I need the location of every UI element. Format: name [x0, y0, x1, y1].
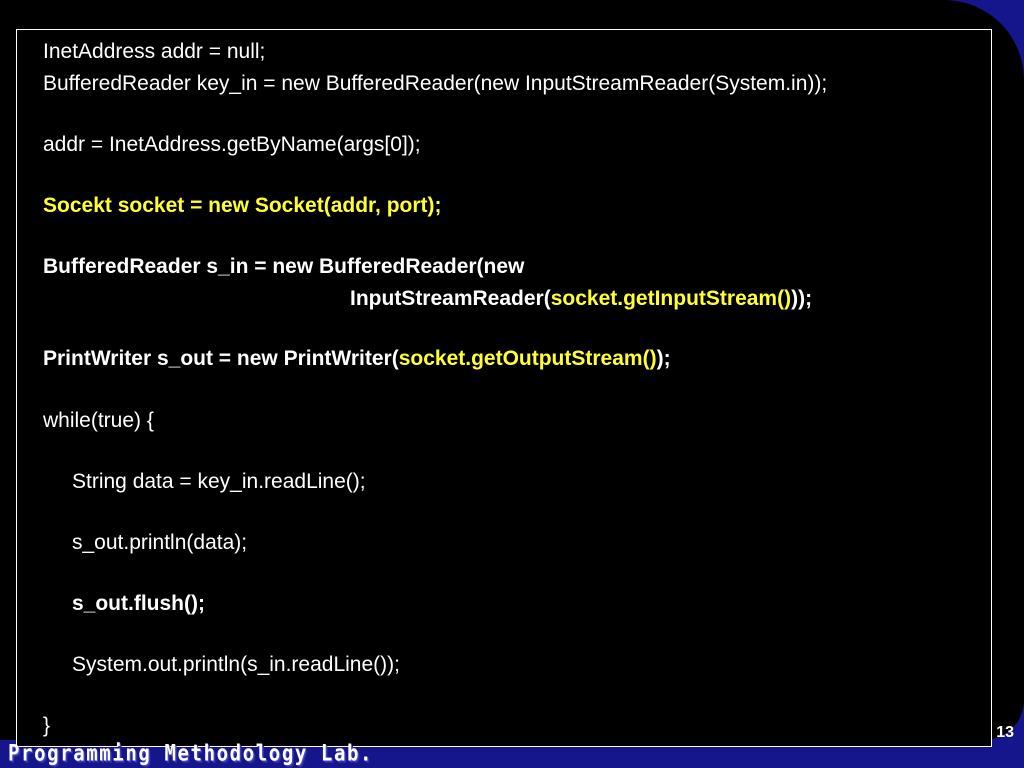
page-number: 13 — [996, 724, 1014, 741]
footer-lab-logo: Programming Methodology Lab. — [8, 741, 374, 767]
code-line-5: BufferedReader s_in = new BufferedReader… — [43, 255, 525, 278]
code-line-2: BufferedReader key_in = new BufferedRead… — [43, 72, 828, 95]
code-line-6-post: )); — [791, 287, 813, 310]
code-line-4: Socekt socket = new Socket(addr, port); — [43, 194, 442, 217]
code-line-6-pre: InputStreamReader( — [350, 287, 551, 310]
code-box: InetAddress addr = null; BufferedReader … — [16, 29, 992, 747]
code-line-11: s_out.flush(); — [72, 592, 205, 615]
code-line-13: } — [43, 714, 51, 737]
code-line-7-highlight: socket.getOutputStream() — [398, 347, 657, 370]
code-line-10: s_out.println(data); — [72, 531, 248, 554]
code-line-9: String data = key_in.readLine(); — [72, 470, 366, 493]
code-line-3: addr = InetAddress.getByName(args[0]); — [43, 133, 421, 156]
code-line-7-post: ); — [656, 347, 671, 370]
code-line-7: PrintWriter s_out = new PrintWriter(sock… — [43, 346, 671, 372]
code-line-6: InputStreamReader(socket.getInputStream(… — [350, 286, 812, 312]
code-line-7-pre: PrintWriter s_out = new PrintWriter( — [43, 347, 399, 370]
code-line-1: InetAddress addr = null; — [43, 40, 266, 63]
code-line-12: System.out.println(s_in.readLine()); — [72, 653, 400, 676]
code-line-6-highlight: socket.getInputStream() — [550, 287, 792, 310]
code-line-8: while(true) { — [43, 409, 154, 432]
